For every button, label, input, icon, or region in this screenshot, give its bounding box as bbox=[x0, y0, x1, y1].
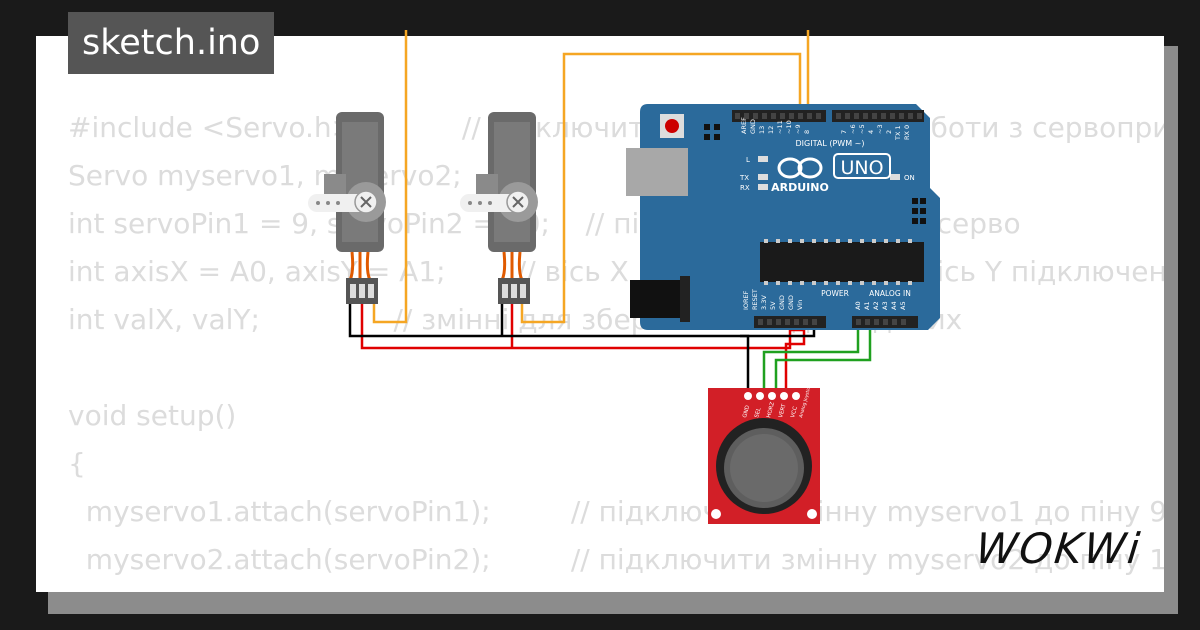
pin-label: A4 bbox=[890, 301, 898, 310]
pin-label: A1 bbox=[863, 301, 871, 310]
pin-label: 3.3V bbox=[760, 295, 768, 310]
wire-analog-y bbox=[774, 318, 872, 392]
pin-label: ~10 bbox=[785, 120, 793, 134]
wire-analog-x bbox=[762, 318, 860, 392]
pin-label: A0 bbox=[854, 301, 862, 310]
power-label: POWER bbox=[821, 289, 849, 298]
arduino-logo: ARDUINO UNO bbox=[771, 153, 891, 194]
code-line: } bbox=[68, 584, 1164, 592]
pin-label: AREF bbox=[740, 117, 748, 134]
pin-label: ~9 bbox=[794, 124, 802, 134]
pin-label: ~3 bbox=[876, 124, 884, 134]
pin-label: 7 bbox=[840, 130, 848, 134]
wire-ground-joy bbox=[740, 334, 750, 392]
pin-label: A3 bbox=[881, 301, 889, 310]
pin-label: RX 0 bbox=[903, 125, 911, 140]
digital-label: DIGITAL (PWM ~) bbox=[796, 139, 865, 148]
analog-label: ANALOG IN bbox=[869, 289, 911, 298]
power-jack bbox=[630, 280, 686, 318]
pin-label: GND bbox=[778, 295, 786, 310]
pin-label: GND bbox=[787, 295, 795, 310]
on-label: ON bbox=[904, 174, 915, 182]
pin-label: 12 bbox=[767, 126, 775, 134]
wire-power bbox=[360, 300, 792, 350]
arduino-brand: ARDUINO bbox=[771, 181, 829, 194]
pin-label: ~11 bbox=[776, 120, 784, 134]
joystick-pin-label: HORZ bbox=[766, 401, 776, 418]
pin-label: A5 bbox=[899, 301, 907, 310]
pin-label: Vin bbox=[796, 300, 804, 310]
code-line: void setup() bbox=[68, 399, 237, 432]
pin-label: RESET bbox=[751, 289, 759, 310]
led-label: RX bbox=[740, 184, 750, 192]
joystick-pin-label: VERT bbox=[778, 403, 788, 419]
pin-label: A2 bbox=[872, 301, 880, 310]
pin-label: 8 bbox=[803, 130, 811, 134]
pin-label: 2 bbox=[885, 130, 893, 134]
led-label: L bbox=[746, 156, 750, 164]
pin-label: ~6 bbox=[849, 124, 857, 134]
pin-label: 4 bbox=[867, 130, 875, 134]
joystick-pin-label: VCC bbox=[790, 406, 799, 419]
microcontroller-chip bbox=[760, 242, 924, 282]
pin-label: 13 bbox=[758, 126, 766, 134]
pin-label: IOREF bbox=[742, 290, 750, 310]
pin-label: 5V bbox=[769, 301, 777, 310]
code-line: myservo2.attach(servoPin2); // підключит… bbox=[68, 543, 1164, 576]
arduino-uno-board[interactable]: DIGITAL (PWM ~) AREF GND 13 12 ~11 ~10 ~… bbox=[626, 104, 940, 330]
filename-badge: sketch.ino bbox=[68, 12, 275, 74]
joystick-pin-label: SEL bbox=[754, 406, 763, 418]
joystick-pin-label: GND bbox=[742, 405, 751, 419]
pin-label: ~5 bbox=[858, 124, 866, 134]
wire-signal-servo2 bbox=[520, 52, 802, 324]
analog-joystick[interactable]: GND SEL HORZ VERT VCC Analog Joystick bbox=[708, 384, 820, 524]
usb-port bbox=[626, 148, 688, 196]
wire-signal-servo1 bbox=[372, 30, 408, 324]
led-label: TX bbox=[739, 174, 749, 182]
wokwi-logo: WOKWi bbox=[973, 524, 1144, 573]
servo-motor-1[interactable] bbox=[308, 112, 386, 304]
arduino-model: UNO bbox=[840, 157, 883, 179]
code-line: { bbox=[68, 447, 86, 480]
servo-motor-2[interactable] bbox=[460, 112, 538, 304]
pin-label: TX 1 bbox=[894, 125, 902, 141]
pin-label: GND bbox=[749, 119, 757, 134]
